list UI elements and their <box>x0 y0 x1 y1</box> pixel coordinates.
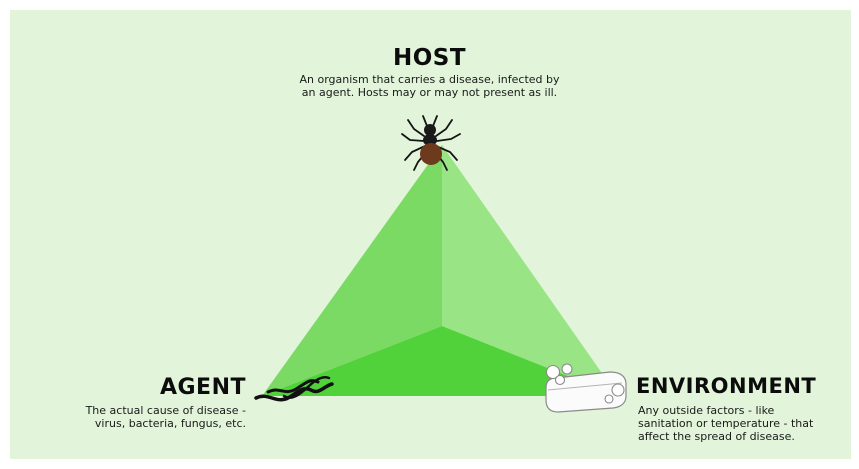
environment-description-line: Any outside factors - like <box>638 404 848 417</box>
environment-title: ENVIRONMENT <box>636 374 816 398</box>
agent-description: The actual cause of disease - virus, bac… <box>20 404 246 430</box>
environment-description-line: sanitation or temperature - that <box>638 417 848 430</box>
host-description-line: An organism that carries a disease, infe… <box>232 73 627 86</box>
host-title: HOST <box>300 45 559 71</box>
environment-description-line: affect the spread of disease. <box>638 430 848 443</box>
host-description: An organism that carries a disease, infe… <box>232 73 627 99</box>
agent-title: AGENT <box>140 375 246 400</box>
agent-description-line: virus, bacteria, fungus, etc. <box>20 417 246 430</box>
environment-description: Any outside factors - like sanitation or… <box>638 404 848 443</box>
agent-description-line: The actual cause of disease - <box>20 404 246 417</box>
host-description-line: an agent. Hosts may or may not present a… <box>232 86 627 99</box>
